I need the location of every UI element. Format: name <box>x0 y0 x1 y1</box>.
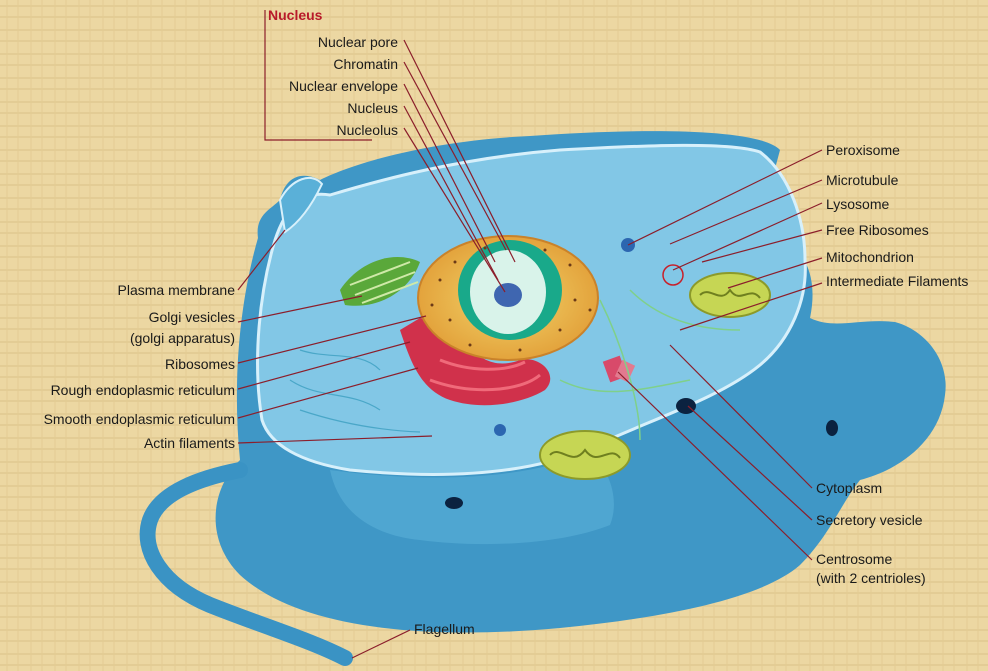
vesicle-right <box>826 420 838 436</box>
label-flagellum: Flagellum <box>414 621 475 637</box>
label-centrosome: Centrosome <box>816 551 892 567</box>
label-mitochondrion: Mitochondrion <box>826 249 914 265</box>
label-rough-er: Rough endoplasmic reticulum <box>51 382 235 398</box>
label-intermediate-filaments: Intermediate Filaments <box>826 273 968 289</box>
label-lysosome: Lysosome <box>826 196 890 212</box>
label-actin-filaments: Actin filaments <box>144 435 235 451</box>
nucleolus <box>494 283 522 307</box>
label-secretory-vesicle: Secretory vesicle <box>816 512 923 528</box>
label-smooth-er: Smooth endoplasmic reticulum <box>44 411 235 427</box>
label-nucleus: Nucleus <box>347 100 398 116</box>
label-plasma-membrane: Plasma membrane <box>118 282 236 298</box>
label-cytoplasm: Cytoplasm <box>816 480 882 496</box>
label-nuclear-envelope: Nuclear envelope <box>289 78 398 94</box>
label-golgi-apparatus: (golgi apparatus) <box>130 330 235 346</box>
label-nucleolus: Nucleolus <box>337 122 398 138</box>
label-golgi-vesicles: Golgi vesicles <box>149 309 235 325</box>
label-peroxisome: Peroxisome <box>826 142 900 158</box>
label-centrosome-detail: (with 2 centrioles) <box>816 570 926 586</box>
label-nuclear-pore: Nuclear pore <box>318 34 398 50</box>
mitochondrion-lower <box>540 431 630 479</box>
label-microtubule: Microtubule <box>826 172 899 188</box>
vesicle-lower <box>445 497 463 509</box>
label-ribosomes: Ribosomes <box>165 356 235 372</box>
label-free-ribosomes: Free Ribosomes <box>826 222 929 238</box>
ribosome-dot <box>494 424 506 436</box>
mitochondrion-right <box>690 273 770 317</box>
label-chromatin: Chromatin <box>333 56 398 72</box>
secretory-vesicle <box>676 398 696 414</box>
nucleus-heading: Nucleus <box>268 7 323 23</box>
